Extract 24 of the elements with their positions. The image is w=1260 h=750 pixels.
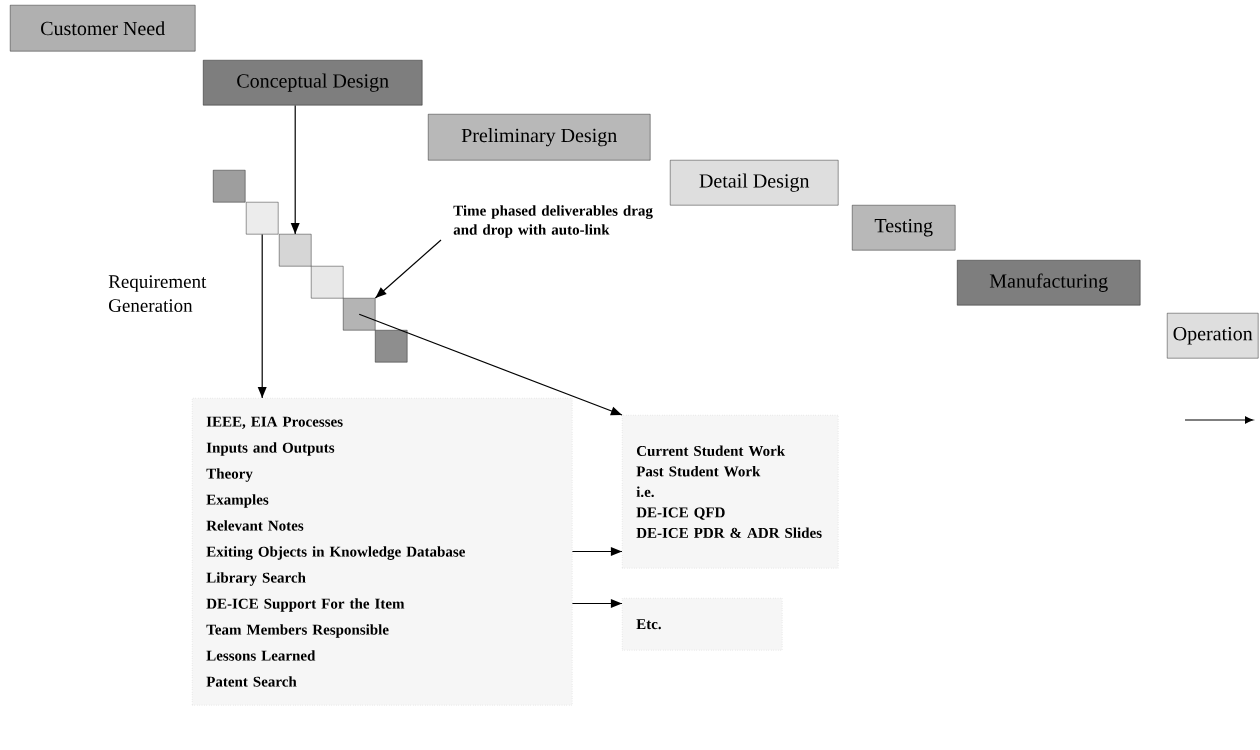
task-square (343, 298, 376, 331)
phase-box: Preliminary Design (428, 114, 651, 161)
task-square (246, 202, 279, 235)
arrow (257, 233, 267, 399)
phase-box: Manufacturing (957, 260, 1141, 306)
arrow (290, 104, 300, 235)
label-text: Requirement Generation (108, 275, 207, 312)
task-square (375, 330, 408, 363)
list-box: Etc. (622, 598, 783, 651)
note-text: Time phased deliverables drag and drop with auto-link (453, 205, 653, 238)
arrow (571, 599, 623, 608)
arrow (571, 547, 623, 556)
list-box: Current Student Work Past Student Work i.e. DE-ICE QFD DE-ICE PDR & ADR Slides (622, 415, 839, 569)
list-box: IEEE, EIA Processes Inputs and Outputs Theory Examples Relevant Notes Exiting Objects in Knowledge Database Library Search DE-ICE Support For the Item Team Members Responsible Lessons Learned Patent Search (192, 398, 573, 706)
phase-box: Conceptual Design (203, 60, 423, 106)
phase-box: Operation (1167, 313, 1259, 359)
phase-box: Testing (852, 205, 956, 251)
task-square (213, 170, 246, 203)
task-square (311, 266, 344, 299)
phase-box: Customer Need (10, 5, 196, 52)
task-square (279, 234, 312, 267)
arrow (374, 239, 442, 299)
arrow (358, 313, 623, 416)
phase-box: Detail Design (670, 160, 839, 206)
